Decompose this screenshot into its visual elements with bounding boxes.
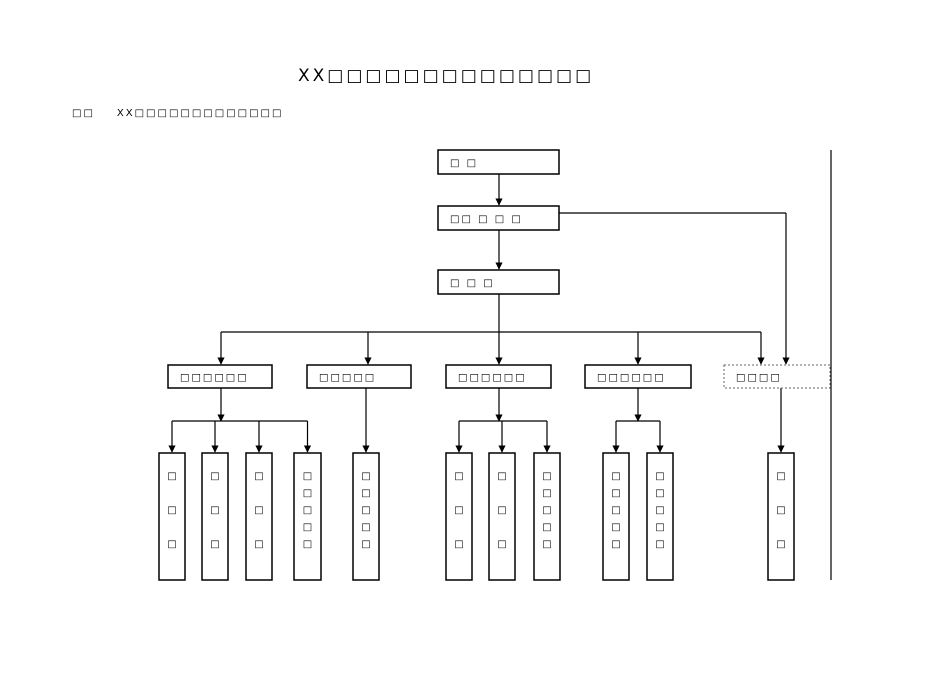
unit-4-2-box bbox=[646, 452, 674, 581]
department-2-box bbox=[306, 364, 412, 389]
unit-1-1: □□□ bbox=[158, 452, 186, 581]
unit-1-2: □□□ bbox=[201, 452, 229, 581]
department-3: □□□□□□ bbox=[445, 364, 552, 389]
department-3-box bbox=[445, 364, 552, 389]
top-node-2-label: □□ □ □ □ bbox=[450, 214, 523, 225]
top-node-2: □□ □ □ □ bbox=[437, 205, 560, 231]
unit-3-2: □□□ bbox=[488, 452, 516, 581]
top-node-1-box bbox=[437, 149, 560, 175]
connectors bbox=[168, 150, 832, 580]
department-3-label: □□□□□□ bbox=[458, 373, 527, 384]
unit-4-2-label: □□□□□ bbox=[655, 471, 664, 550]
top-node-3-box bbox=[437, 269, 560, 295]
unit-3-2-box bbox=[488, 452, 516, 581]
unit-5-1: □□□ bbox=[767, 452, 795, 581]
unit-4-2: □□□□□ bbox=[646, 452, 674, 581]
unit-3-3-box bbox=[533, 452, 561, 581]
unit-4-1-label: □□□□□ bbox=[611, 471, 620, 550]
department-1-box bbox=[167, 364, 273, 389]
unit-2-1-label: □□□□□ bbox=[361, 471, 370, 550]
unit-1-4-box bbox=[293, 452, 322, 581]
page-title: XX□□□□□□□□□□□□□□ bbox=[298, 66, 595, 86]
top-node-2-box bbox=[437, 205, 560, 231]
top-node-1-label: □ □ bbox=[450, 158, 478, 169]
unit-3-3-label: □□□□□ bbox=[542, 471, 551, 550]
unit-3-2-label: □□□ bbox=[497, 471, 506, 550]
department-2: □□□□□ bbox=[306, 364, 412, 389]
department-5: □□□□ bbox=[723, 364, 831, 389]
department-1-label: □□□□□□ bbox=[180, 373, 249, 384]
department-5-label: □□□□ bbox=[736, 373, 782, 384]
department-2-label: □□□□□ bbox=[319, 373, 376, 384]
unit-1-1-box bbox=[158, 452, 186, 581]
department-4-label: □□□□□□ bbox=[597, 373, 666, 384]
unit-5-1-box bbox=[767, 452, 795, 581]
subtitle-prefix: □□ bbox=[72, 108, 95, 119]
unit-4-1: □□□□□ bbox=[602, 452, 630, 581]
unit-3-1: □□□ bbox=[445, 452, 473, 581]
unit-5-1-label: □□□ bbox=[776, 471, 785, 550]
top-node-1: □ □ bbox=[437, 149, 560, 175]
top-node-3: □ □ □ bbox=[437, 269, 560, 295]
unit-1-1-label: □□□ bbox=[167, 471, 176, 550]
unit-3-1-box bbox=[445, 452, 473, 581]
subtitle-text: XX□□□□□□□□□□□□□ bbox=[116, 108, 284, 119]
top-node-3-label: □ □ □ bbox=[450, 278, 495, 289]
unit-1-3: □□□ bbox=[245, 452, 273, 581]
unit-1-3-box bbox=[245, 452, 273, 581]
unit-2-1-box bbox=[352, 452, 380, 581]
department-4: □□□□□□ bbox=[584, 364, 692, 389]
department-5-box bbox=[723, 364, 831, 389]
department-4-box bbox=[584, 364, 692, 389]
unit-1-3-label: □□□ bbox=[254, 471, 263, 550]
unit-2-1: □□□□□ bbox=[352, 452, 380, 581]
department-1: □□□□□□ bbox=[167, 364, 273, 389]
unit-1-4-label: □□□□□ bbox=[303, 471, 312, 550]
unit-1-2-box bbox=[201, 452, 229, 581]
nodes: □ □□□ □ □ □□ □ □□□□□□□□□□□□□□□□□□□□□□□□□… bbox=[158, 149, 831, 581]
unit-3-1-label: □□□ bbox=[454, 471, 463, 550]
unit-4-1-box bbox=[602, 452, 630, 581]
unit-1-4: □□□□□ bbox=[293, 452, 322, 581]
unit-1-2-label: □□□ bbox=[210, 471, 219, 550]
chart-subtitle: □□ XX□□□□□□□□□□□□□ bbox=[72, 108, 305, 119]
unit-3-3: □□□□□ bbox=[533, 452, 561, 581]
